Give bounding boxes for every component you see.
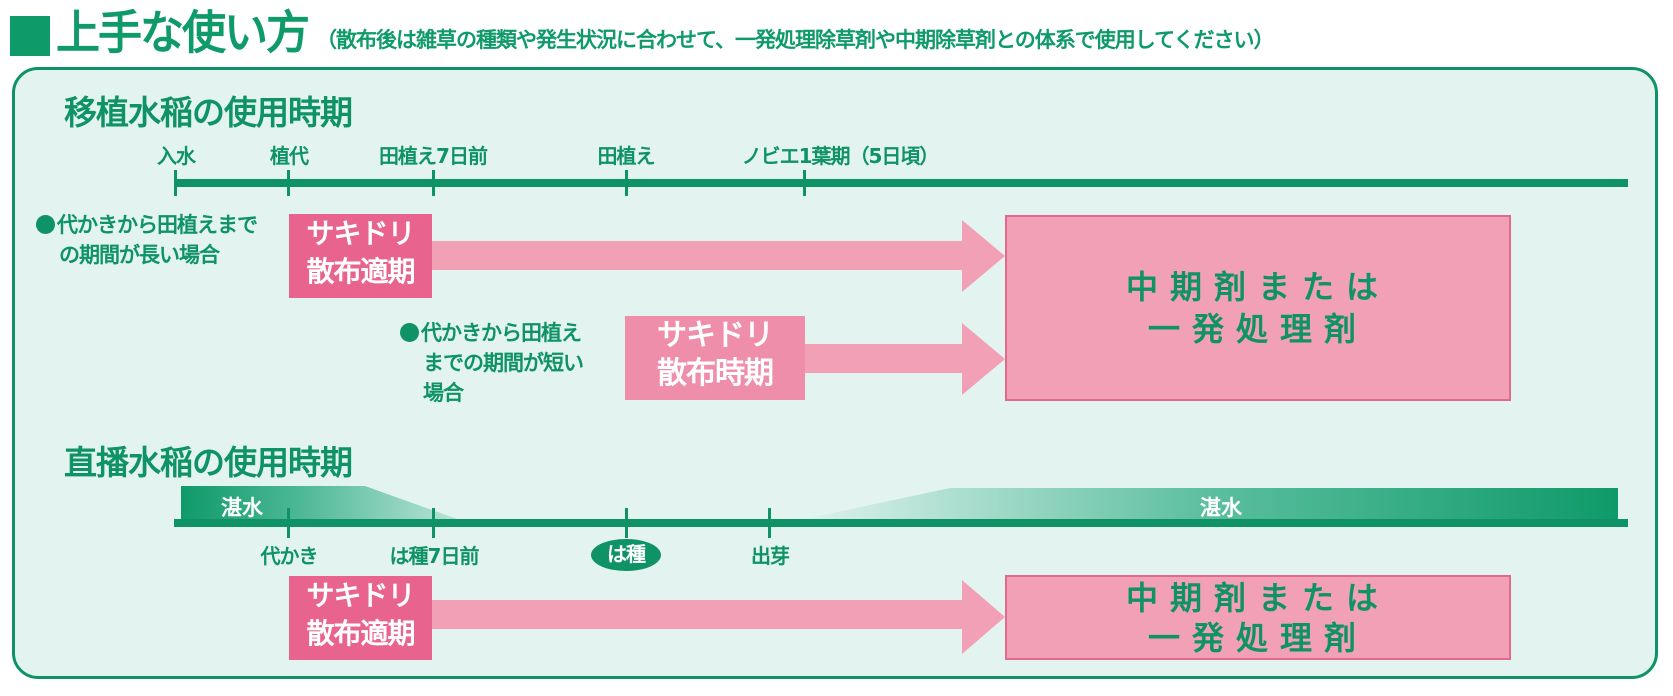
transplanted-title: 移植水稲の使用時期 — [64, 93, 353, 132]
page-heading: 上手な使い方 （散布後は雑草の種類や発生状況に合わせて、一発処理除草剤や中期除草… — [10, 4, 1274, 61]
sakidori-optimal-timing-badge: サキドリ 散布適期 — [289, 576, 432, 660]
timeline-label-sowing: は種 — [591, 539, 661, 571]
timeline-tick — [174, 170, 177, 196]
arrow-short-case — [805, 323, 1005, 395]
usage-note: （散布後は雑草の種類や発生状況に合わせて、一発処理除草剤や中期除草剤との体系で使… — [316, 28, 1274, 52]
direct-seeded-followup-herbicide-box: 中期剤または 一発処理剤 — [1005, 575, 1511, 660]
direct-seeded-title: 直播水稲の使用時期 — [64, 443, 353, 482]
timeline-label-puddling: 植代 — [270, 144, 309, 168]
timeline-label-barnyardgrass-1leaf: ノビエ1葉期（5日頃） — [741, 144, 940, 168]
timeline-tick — [432, 508, 435, 538]
timeline-tick — [432, 170, 435, 196]
page-title: 上手な使い方 — [56, 6, 310, 61]
timeline-tick — [625, 508, 628, 538]
direct-seeded-timeline-axis — [174, 519, 1628, 527]
timeline-label-emergence: 出芽 — [751, 544, 790, 568]
timeline-tick — [625, 170, 628, 196]
bullet-icon — [400, 323, 419, 342]
flooded-label-left: 湛水 — [221, 496, 263, 520]
transplanted-followup-herbicide-box: 中期剤または 一発処理剤 — [1005, 215, 1511, 401]
square-bullet-icon — [10, 16, 50, 56]
timeline-tick — [287, 170, 290, 196]
timeline-tick — [768, 508, 771, 538]
case-label-short-period: 代かきから田植え までの期間が短い 場合 — [400, 318, 584, 408]
case-label-long-period: 代かきから田植えまで の期間が長い場合 — [36, 210, 258, 270]
timeline-tick — [803, 170, 806, 196]
arrow-long-case — [432, 220, 1005, 292]
sakidori-application-timing-badge: サキドリ 散布時期 — [625, 316, 805, 400]
timeline-tick — [287, 508, 290, 538]
timeline-label-puddling: 代かき — [260, 544, 319, 568]
transplanted-timeline-axis — [174, 179, 1628, 187]
timeline-label-transplant: 田植え — [597, 144, 656, 168]
arrow-direct-seeded — [432, 580, 1005, 654]
flooded-water-left — [181, 486, 520, 522]
timeline-label-flooding: 入水 — [157, 144, 196, 168]
timeline-label-7days-before-sowing: は種7日前 — [389, 544, 480, 568]
flooded-water-right — [790, 488, 1618, 522]
bullet-icon — [36, 215, 55, 234]
timeline-label-7days-before-transplant: 田植え7日前 — [379, 144, 488, 168]
sakidori-optimal-timing-badge: サキドリ 散布適期 — [289, 214, 432, 298]
flooded-label-right: 湛水 — [1200, 496, 1242, 520]
